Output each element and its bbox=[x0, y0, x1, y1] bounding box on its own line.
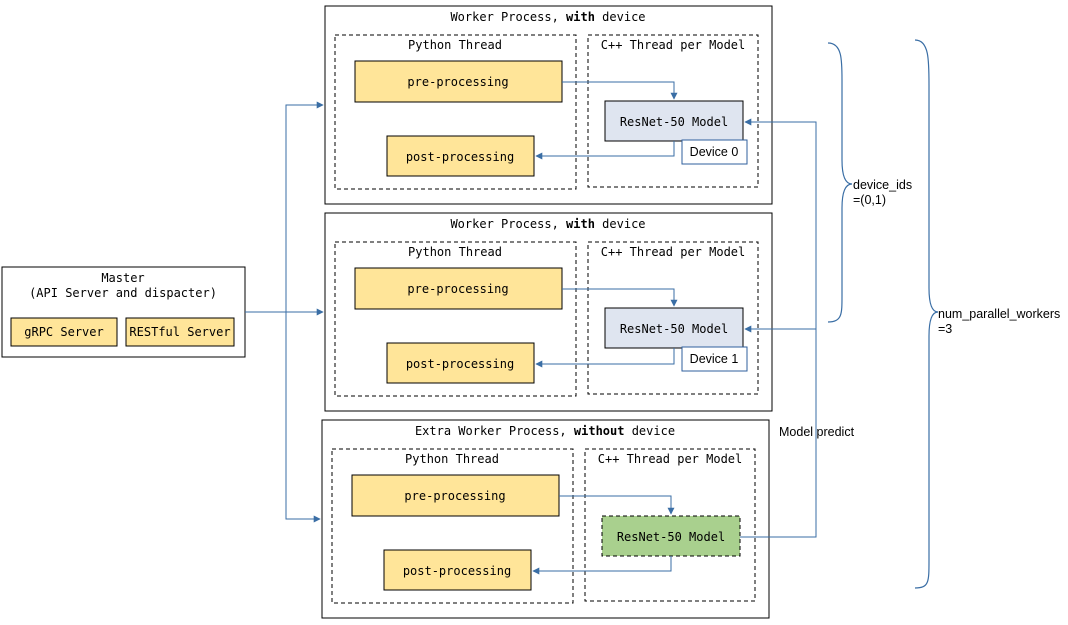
device-0-label: Device 0 bbox=[690, 145, 739, 159]
python-thread-0 bbox=[334, 34, 577, 190]
device-0-badge bbox=[681, 139, 748, 165]
pre-to-model-arrow-2 bbox=[559, 495, 675, 515]
device-1-badge bbox=[681, 346, 748, 372]
model-predict-connectors bbox=[740, 118, 817, 538]
num-parallel-workers-brace bbox=[914, 39, 939, 589]
cpp-thread-1 bbox=[587, 241, 759, 395]
device-ids-value: =(0,1) bbox=[853, 193, 886, 207]
python-thread-2-label: Python Thread bbox=[405, 452, 499, 466]
pre-processing-2-label: pre-processing bbox=[404, 489, 505, 503]
pre-to-model-arrow-1 bbox=[562, 288, 678, 307]
cpp-thread-1-label: C++ Thread per Model bbox=[601, 245, 746, 259]
cpp-thread-0 bbox=[587, 34, 759, 188]
pre-processing-1 bbox=[354, 267, 563, 310]
device-ids-label: device_ids bbox=[853, 178, 912, 192]
cpp-thread-2 bbox=[584, 448, 756, 602]
model-to-post-arrow-0 bbox=[535, 141, 675, 160]
python-thread-1-label: Python Thread bbox=[408, 245, 502, 259]
grpc-server-label: gRPC Server bbox=[24, 325, 103, 339]
resnet-model-2 bbox=[601, 515, 741, 557]
python-thread-1 bbox=[334, 241, 577, 397]
post-processing-2-label: post-processing bbox=[403, 564, 511, 578]
grpc-server-box bbox=[10, 317, 118, 347]
restful-server-box bbox=[125, 317, 235, 347]
cpp-thread-2-label: C++ Thread per Model bbox=[598, 452, 743, 466]
worker-process-0: Worker Process, with device Python Threa… bbox=[324, 5, 773, 205]
model-to-post-arrow-1 bbox=[535, 348, 675, 368]
resnet-model-1 bbox=[604, 307, 744, 349]
device-ids-brace bbox=[827, 42, 853, 323]
pre-processing-0-label: pre-processing bbox=[407, 75, 508, 89]
num-parallel-workers-value: =3 bbox=[938, 322, 952, 336]
restful-server-label: RESTful Server bbox=[129, 325, 230, 339]
dispatch-arrow-extra-worker bbox=[285, 312, 321, 523]
worker-0-title: Worker Process, with device bbox=[450, 10, 645, 24]
master-title: Master bbox=[101, 271, 144, 285]
post-processing-1-label: post-processing bbox=[406, 357, 514, 371]
cpp-thread-0-label: C++ Thread per Model bbox=[601, 38, 746, 52]
master-dispatch-connectors bbox=[245, 101, 324, 523]
resnet-model-1-label: ResNet-50 Model bbox=[620, 322, 728, 336]
master-subtitle: (API Server and dispacter) bbox=[29, 286, 217, 300]
post-processing-0 bbox=[386, 135, 535, 177]
resnet-model-2-label: ResNet-50 Model bbox=[617, 530, 725, 544]
python-thread-2 bbox=[331, 448, 574, 604]
dispatch-arrow-worker-0 bbox=[245, 101, 324, 313]
model-to-post-arrow-2 bbox=[532, 556, 672, 575]
pre-to-model-arrow-0 bbox=[562, 81, 678, 100]
resnet-model-0-label: ResNet-50 Model bbox=[620, 115, 728, 129]
worker-1-title: Worker Process, with device bbox=[450, 217, 645, 231]
extra-worker-title: Extra Worker Process, without device bbox=[415, 424, 675, 438]
device-1-label: Device 1 bbox=[690, 352, 739, 366]
python-thread-0-label: Python Thread bbox=[408, 38, 502, 52]
master-box: Master (API Server and dispacter) gRPC S… bbox=[1, 266, 246, 358]
post-processing-2 bbox=[383, 549, 532, 591]
resnet-model-0 bbox=[604, 100, 744, 142]
pipeline-connectors bbox=[532, 81, 678, 575]
num-parallel-workers-label: num_parallel_workers bbox=[938, 307, 1060, 321]
post-processing-1 bbox=[386, 342, 535, 384]
worker-process-1: Worker Process, with device Python Threa… bbox=[324, 212, 773, 412]
post-processing-0-label: post-processing bbox=[406, 150, 514, 164]
model-predict-label: Model predict bbox=[779, 425, 855, 439]
pre-processing-1-label: pre-processing bbox=[407, 282, 508, 296]
extra-worker-process: Extra Worker Process, without device Pyt… bbox=[321, 419, 770, 619]
